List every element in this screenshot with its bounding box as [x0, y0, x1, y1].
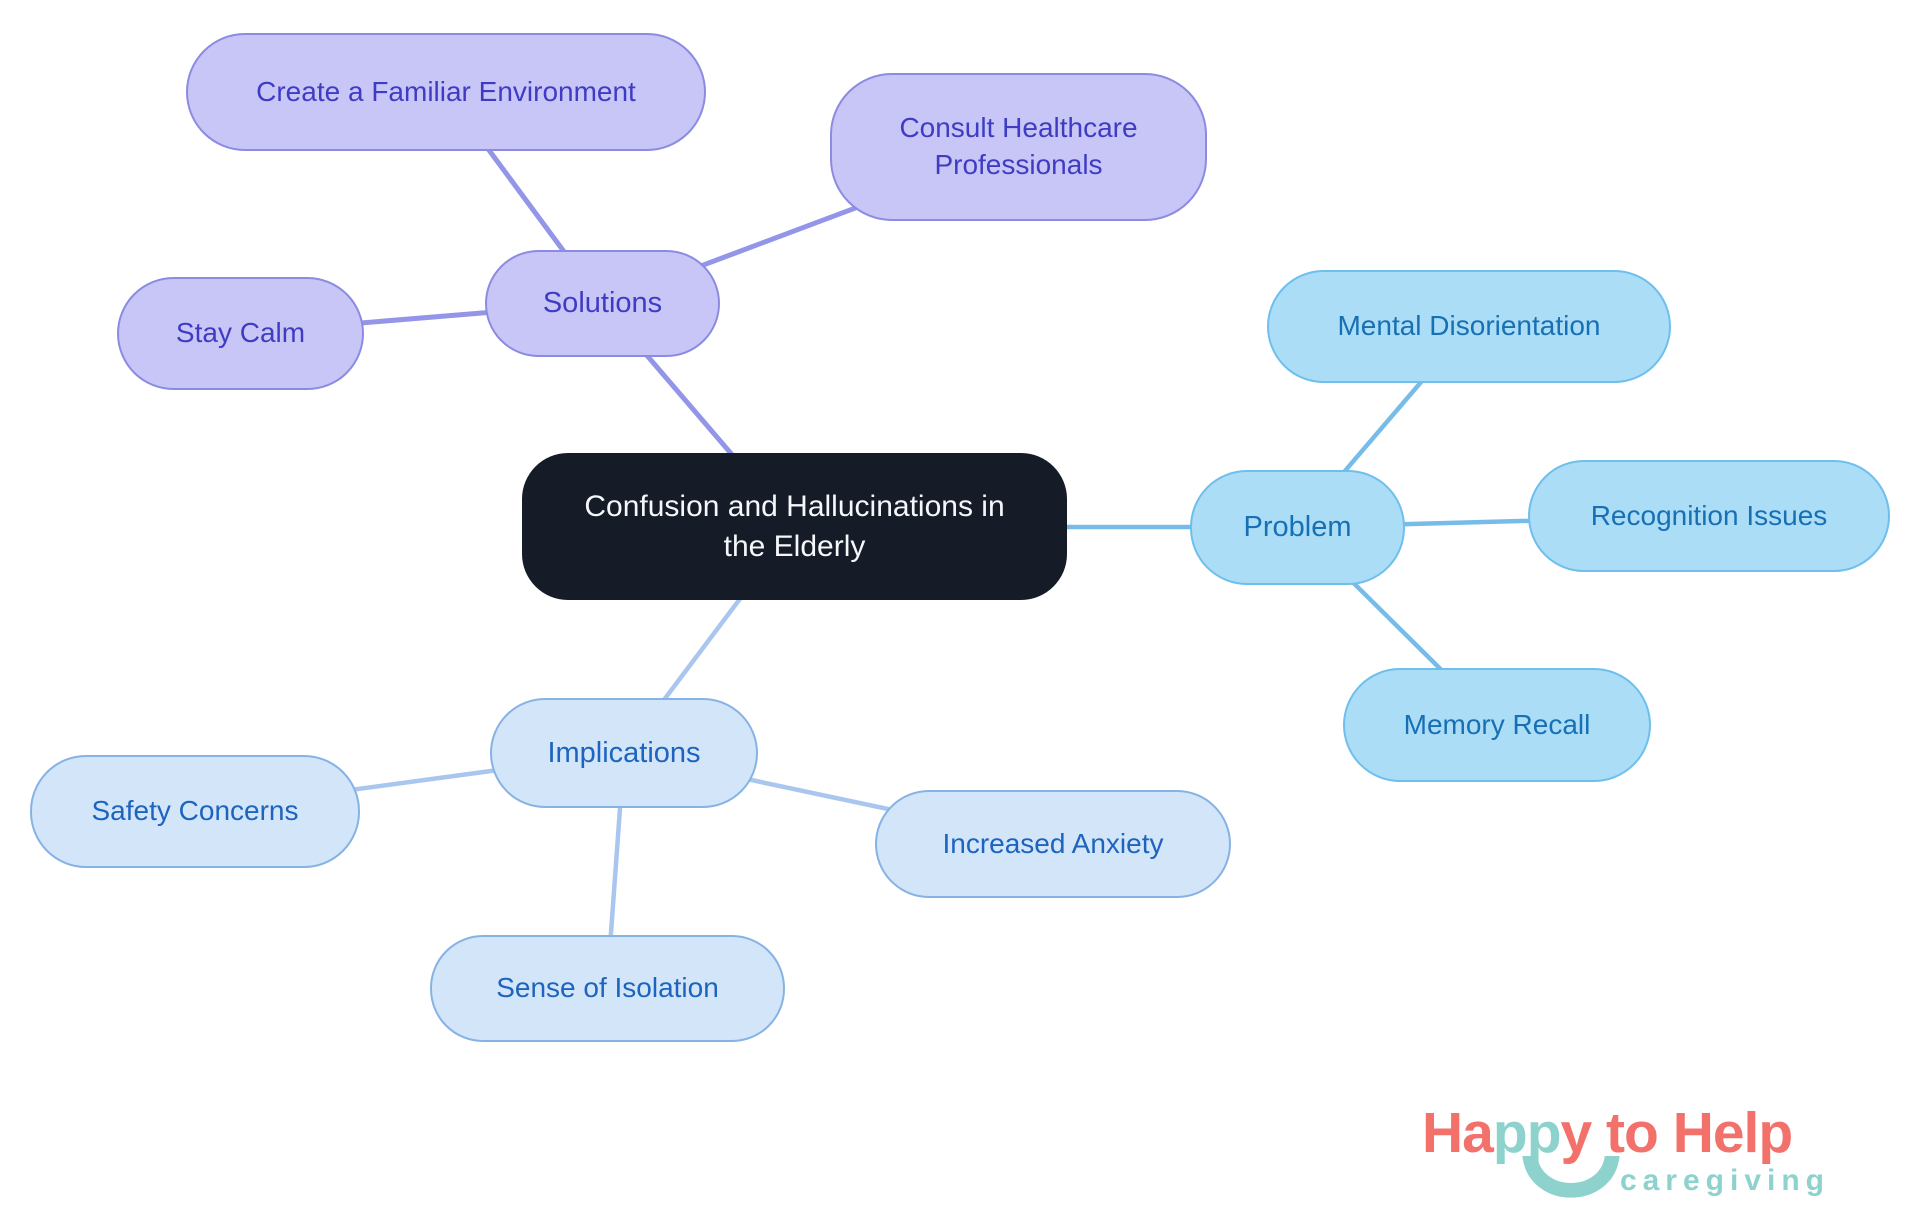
logo-text-pp: pp: [1492, 1101, 1562, 1165]
node-create-familiar-environment[interactable]: Create a Familiar Environment: [186, 33, 706, 151]
node-label: Recognition Issues: [1590, 499, 1828, 531]
node-recognition-issues[interactable]: Recognition Issues: [1528, 460, 1890, 572]
node-label: Stay Calm: [175, 317, 306, 349]
logo-happy-to-help: Happy to Help caregiving: [1422, 1101, 1882, 1198]
node-problem[interactable]: Problem: [1190, 470, 1405, 585]
node-memory-recall[interactable]: Memory Recall: [1343, 668, 1651, 782]
node-label: Solutions: [542, 287, 663, 320]
node-sense-of-isolation[interactable]: Sense of Isolation: [430, 935, 785, 1042]
node-stay-calm[interactable]: Stay Calm: [117, 277, 364, 390]
smile-icon: [1522, 1156, 1620, 1198]
node-label: Implications: [547, 736, 701, 769]
logo-text-ha: Ha: [1422, 1101, 1494, 1165]
logo-tagline: caregiving: [1619, 1163, 1830, 1197]
node-consult-healthcare-professionals[interactable]: Consult Healthcare Professionals: [830, 73, 1207, 221]
logo-text-y-to-help: y to Help: [1560, 1101, 1794, 1165]
node-central-topic[interactable]: Confusion and Hallucinations in the Elde…: [522, 453, 1067, 600]
node-mental-disorientation[interactable]: Mental Disorientation: [1267, 270, 1671, 383]
node-label: Create a Familiar Environment: [256, 75, 636, 107]
logo-wordmark: Happy to Help: [1422, 1101, 1882, 1165]
node-label: Memory Recall: [1403, 708, 1591, 740]
node-label: Sense of Isolation: [496, 972, 719, 1004]
node-label: Safety Concerns: [91, 795, 299, 827]
node-implications[interactable]: Implications: [490, 698, 758, 808]
node-label: Consult Healthcare Professionals: [899, 112, 1138, 180]
node-label: Mental Disorientation: [1337, 310, 1601, 342]
node-safety-concerns[interactable]: Safety Concerns: [30, 755, 360, 868]
node-label: Problem: [1243, 511, 1352, 544]
node-label: Increased Anxiety: [942, 827, 1164, 859]
node-label: Confusion and Hallucinations in the Elde…: [584, 489, 1005, 563]
node-solutions[interactable]: Solutions: [485, 250, 720, 357]
node-increased-anxiety[interactable]: Increased Anxiety: [875, 790, 1231, 898]
